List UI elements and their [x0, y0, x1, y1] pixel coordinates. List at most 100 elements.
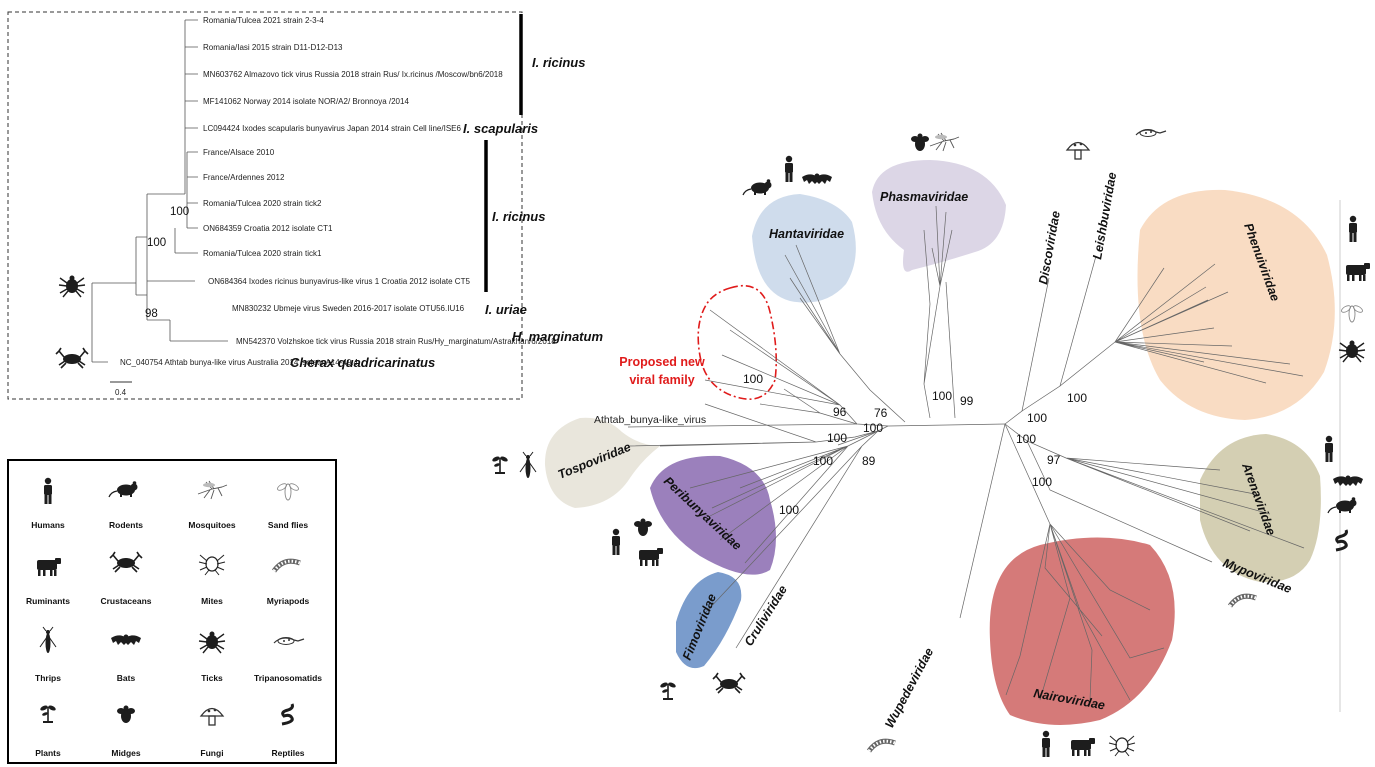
proposed-label-line: Proposed new	[619, 355, 705, 369]
bootstrap-value: 100	[813, 454, 833, 468]
legend-label: Sand flies	[268, 520, 308, 530]
myriapod-icon	[1230, 596, 1256, 606]
legend-label: Mosquitoes	[188, 520, 235, 530]
human-icon	[1325, 435, 1333, 462]
inset-scale-bar: 0.4	[110, 381, 132, 397]
proposed-label-line: viral family	[629, 373, 694, 387]
plant-icon	[491, 455, 509, 474]
main-tree-branches	[627, 205, 1305, 701]
rodent-icon	[742, 178, 773, 196]
legend-label: Fungi	[200, 748, 223, 758]
taxon-label: Romania/Tulcea 2020 strain tick2	[203, 199, 322, 208]
inset-frame	[7, 11, 523, 400]
legend-label: Rodents	[109, 520, 143, 530]
reptile-icon	[1334, 528, 1348, 552]
taxon-label: France/Ardennes 2012	[203, 173, 285, 182]
human-icon	[1349, 215, 1357, 242]
taxon-label: ON684359 Croatia 2012 isolate CT1	[203, 224, 333, 233]
bootstrap-value: 89	[862, 454, 876, 468]
legend-label: Myriapods	[267, 596, 310, 606]
bootstrap-value: 76	[874, 406, 888, 420]
bootstrap-value: 100	[1032, 475, 1052, 489]
mosquito-icon	[929, 132, 960, 152]
taxon-label: Romania/Tulcea 2020 strain tick1	[203, 249, 322, 258]
family-label: Hantaviridae	[769, 227, 844, 241]
bootstrap-value: 99	[960, 394, 974, 408]
inset-branches	[91, 19, 228, 363]
bootstrap-value: 100	[743, 372, 763, 386]
ruminant-icon	[639, 548, 663, 566]
legend-label: Thrips	[35, 673, 61, 683]
taxon-label: MN542370 Volzhskoe tick virus Russia 201…	[236, 337, 556, 346]
legend-labels: Humans Rodents Mosquitoes Sand flies Rum…	[26, 520, 322, 758]
family-label: Cruliviridae	[742, 583, 790, 649]
ruminant-icon	[1346, 263, 1370, 281]
human-icon	[1042, 730, 1050, 757]
legend-label: Plants	[35, 748, 61, 758]
family-label: Wupedeviridae	[882, 645, 936, 730]
inset-clade-bars	[484, 14, 523, 292]
taxon-label: LC094424 Ixodes scapularis bunyavirus Ja…	[203, 124, 461, 133]
bootstrap-value: 96	[833, 405, 847, 419]
human-icon	[612, 528, 620, 555]
bootstrap-value: 100	[1027, 411, 1047, 425]
family-label: Discoviridae	[1036, 210, 1063, 286]
legend-label: Mites	[201, 596, 223, 606]
bootstrap-value: 97	[1047, 453, 1061, 467]
taxon-label: Romania/Tulcea 2021 strain 2-3-4	[203, 16, 324, 25]
sand-fly-icon	[1339, 303, 1365, 323]
taxon-label: France/Alsace 2010	[203, 148, 275, 157]
fimoviridae-clade	[676, 572, 742, 669]
main-bootstraps: 100 96 76 100 100 100 89 100 100 99 100 …	[743, 372, 1087, 517]
species-label: I. ricinus	[492, 209, 545, 224]
bat-icon	[1333, 475, 1363, 486]
inset-species-labels: I. ricinus I. scapularis I. ricinus I. u…	[290, 55, 603, 370]
bootstrap-value: 100	[827, 431, 847, 445]
taxon-label: MN830232 Ubmeje virus Sweden 2016-2017 i…	[232, 304, 465, 313]
tick-icon	[58, 274, 86, 298]
taxon-label: MF141062 Norway 2014 isolate NOR/A2/ Bro…	[203, 97, 409, 106]
crab-icon	[712, 672, 746, 694]
species-label: I. scapularis	[463, 121, 538, 136]
legend-label: Midges	[111, 748, 141, 758]
tospoviridae-clade	[544, 417, 660, 508]
legend-label: Ruminants	[26, 596, 70, 606]
human-icon	[785, 155, 793, 182]
bootstrap-value: 100	[147, 237, 166, 249]
peribunyaviridae-clade	[650, 455, 776, 575]
taxon-label: MN603762 Almazovo tick virus Russia 2018…	[203, 70, 503, 79]
scale-label: 0.4	[115, 388, 127, 397]
athtab-label: Athtab_bunya-like_virus	[594, 414, 706, 426]
bootstrap-value: 100	[863, 421, 883, 435]
myriapod-icon	[869, 741, 895, 751]
taxon-label: NC_040754 Athtab bunya-like virus Austra…	[120, 358, 358, 367]
species-label: Cherax quadricarinatus	[290, 355, 435, 370]
proposed-family-outline	[697, 284, 778, 400]
midge-icon	[634, 518, 652, 536]
tick-icon	[1338, 339, 1366, 363]
proposed-family-label: Proposed new viral family	[619, 355, 705, 387]
legend-box	[7, 459, 337, 764]
taxon-label: ON684364 Ixodes ricinus bunyavirus-like …	[208, 277, 470, 286]
plant-icon	[659, 681, 677, 700]
legend-label: Bats	[117, 673, 136, 683]
bootstrap-value: 98	[145, 308, 158, 320]
crab-icon	[55, 347, 89, 369]
species-label: H. marginatum	[512, 329, 603, 344]
bootstrap-value: 100	[1067, 391, 1087, 405]
rodent-icon	[1327, 496, 1358, 514]
species-label: I. ricinus	[532, 55, 585, 70]
bootstrap-value: 100	[932, 389, 952, 403]
family-label: Phasmaviridae	[880, 190, 968, 204]
hantaviridae-clade	[752, 194, 856, 303]
legend-label: Reptiles	[271, 748, 304, 758]
ruminant-icon	[1071, 738, 1095, 756]
legend-label: Crustaceans	[100, 596, 151, 606]
inset-taxon-labels: Romania/Tulcea 2021 strain 2-3-4 Romania…	[120, 16, 556, 367]
thrips-icon	[519, 451, 537, 479]
bootstrap-value: 100	[170, 206, 189, 218]
bootstrap-value: 100	[779, 503, 799, 517]
legend-label: Tripanosomatids	[254, 673, 322, 683]
mite-icon	[1108, 735, 1136, 757]
family-label: Leishbuviridae	[1090, 171, 1119, 260]
